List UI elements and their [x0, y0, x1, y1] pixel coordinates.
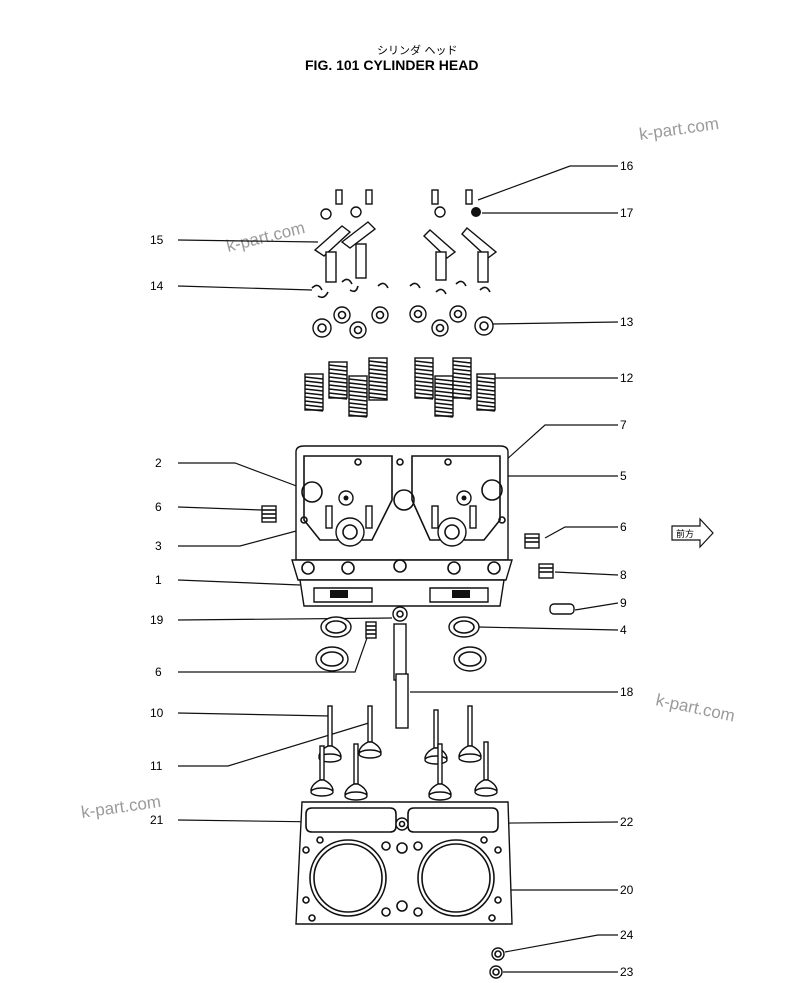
- rocker-arms: [313, 221, 498, 283]
- valve: [458, 705, 482, 763]
- callout-6-lower: 6: [155, 665, 162, 679]
- callout-18: 18: [620, 685, 634, 699]
- valve: [474, 741, 498, 797]
- front-direction-arrow: 前方: [671, 517, 714, 549]
- callout-6-right: 6: [620, 520, 627, 534]
- callout-7: 7: [620, 418, 627, 432]
- leader-lines: [177, 165, 619, 973]
- plugs-and-pins: [261, 505, 575, 639]
- callout-3: 3: [155, 539, 162, 553]
- callout-10: 10: [150, 706, 164, 720]
- callout-8: 8: [620, 568, 627, 582]
- callout-20: 20: [620, 883, 634, 897]
- valve: [310, 745, 334, 797]
- valve: [424, 709, 448, 765]
- callout-23: 23: [620, 965, 634, 979]
- title-japanese: シリンダ ヘッド: [377, 43, 458, 57]
- valve-cotters: [311, 278, 491, 299]
- valve: [358, 705, 382, 759]
- callout-19: 19: [150, 613, 164, 627]
- callout-16: 16: [620, 159, 634, 173]
- callout-5: 5: [620, 469, 627, 483]
- callout-9: 9: [620, 596, 627, 610]
- valve-spring: [368, 357, 388, 401]
- valve: [344, 743, 368, 801]
- valve-spring: [414, 357, 434, 400]
- watermark: k-part.com: [224, 218, 307, 256]
- valve-spring: [328, 361, 348, 400]
- valve-spring: [452, 357, 472, 400]
- callout-12: 12: [620, 371, 634, 385]
- callout-6-left: 6: [155, 500, 162, 514]
- callout-numbers: 16 17 15 14 13 12 7 2 5 6 6 3 8 1 9 19 4…: [150, 159, 634, 979]
- callout-13: 13: [620, 315, 634, 329]
- watermark: k-part.com: [654, 690, 736, 725]
- head-gasket: [295, 801, 513, 925]
- callout-14: 14: [150, 279, 164, 293]
- callout-11: 11: [150, 759, 163, 773]
- title-english: FIG. 101 CYLINDER HEAD: [305, 57, 478, 73]
- watermark: k-part.com: [638, 114, 720, 144]
- lock-nuts: [320, 206, 481, 220]
- callout-2: 2: [155, 456, 162, 470]
- callout-21: 21: [150, 813, 164, 827]
- valve-springs: [304, 357, 496, 418]
- valve-spring: [476, 373, 496, 412]
- valves: [310, 705, 498, 801]
- callout-24: 24: [620, 928, 634, 942]
- valve-seat-rings: [315, 616, 487, 672]
- valve: [428, 743, 452, 801]
- spring-retainers: [312, 305, 494, 339]
- valve-guides: [392, 606, 409, 729]
- callout-15: 15: [150, 233, 164, 247]
- callout-1: 1: [155, 573, 162, 587]
- valve-spring: [304, 373, 324, 412]
- cylinder-head-body: [291, 445, 513, 607]
- valve-spring: [348, 375, 368, 418]
- seal-rings: [489, 947, 505, 979]
- callout-17: 17: [620, 206, 634, 220]
- adjusting-screws: [335, 189, 473, 205]
- callout-22: 22: [620, 815, 634, 829]
- callout-4: 4: [620, 623, 627, 637]
- front-label: 前方: [676, 528, 694, 540]
- valve-spring: [434, 375, 454, 418]
